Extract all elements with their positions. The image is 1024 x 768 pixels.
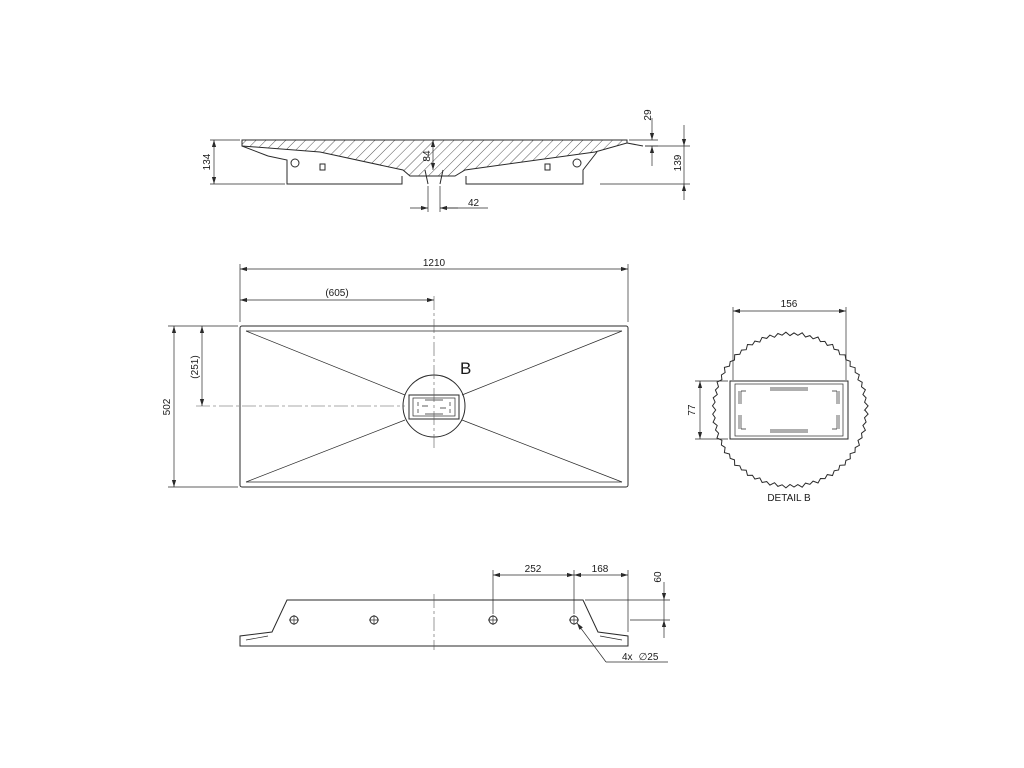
plan-view: B 1210 (605) 502 (251) [162,258,629,488]
dim-605: (605) [325,288,348,299]
slope-line-tr [461,330,623,396]
mount-hole-right [572,158,582,168]
section-left-wing [241,145,269,157]
bolt-left [319,163,326,171]
dim-251: (251) [190,355,201,378]
front-view: 252 168 60 4x∅25 [239,564,670,663]
section-lower-body [267,151,598,185]
dim-1210: 1210 [423,258,446,269]
dim-42: 42 [468,198,480,209]
dim-139: 139 [673,154,684,171]
dim-252: 252 [525,564,542,575]
section-view: 134 84 42 29 139 [202,109,690,212]
detail-break-circle [711,331,869,489]
dim-60: 60 [653,571,664,583]
slope-line-br [461,419,623,483]
slope-line-bl [245,419,406,483]
dim-77: 77 [687,404,698,416]
hole-callout: 4x∅25 [622,652,659,663]
front-body-outline [239,599,629,647]
dim-29: 29 [643,109,654,121]
slope-line-tl [245,330,406,396]
front-holes [289,615,579,625]
bolt-right [544,163,551,171]
front-wing-lines [245,635,623,641]
detail-grate-outer [729,380,849,440]
mount-hole-left [290,158,300,168]
dim-156: 156 [781,299,798,310]
dim-84: 84 [422,150,433,162]
detail-b-view: 156 77 DETAIL B [687,299,869,504]
detail-grate-slots [738,387,840,433]
detail-marker-b: B [460,359,471,378]
detail-caption: DETAIL B [767,493,811,504]
dim-134: 134 [202,153,213,170]
section-right-rim [626,142,644,147]
section-body-hatched [241,139,628,177]
drain-throat [424,169,444,185]
detail-grate-inner [734,383,844,437]
dim-168: 168 [592,564,609,575]
dim-502: 502 [162,398,173,415]
